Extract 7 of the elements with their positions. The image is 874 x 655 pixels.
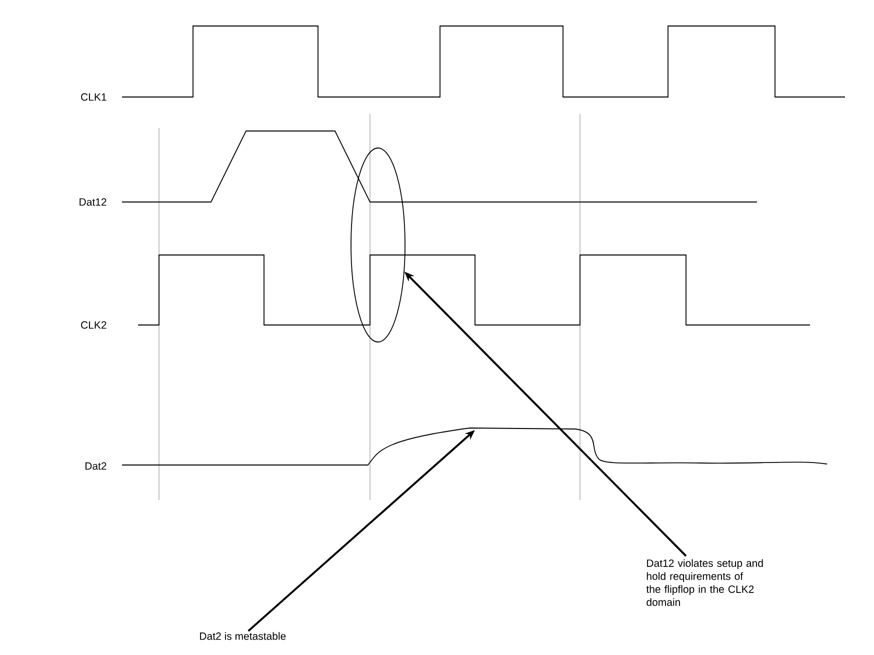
annotation-text: Dat12 violates setup and hold requirements of the flipflop in the CLK2 domain xyxy=(646,559,763,606)
signal-name: CLK2 xyxy=(81,321,106,329)
signal-name: Dat2 xyxy=(85,462,106,470)
signal-name: CLK1 xyxy=(81,93,106,101)
highlight-ellipse xyxy=(350,148,406,342)
signal-name: Dat12 xyxy=(80,198,106,206)
annotation-text: Dat2 is metastable xyxy=(200,632,286,640)
